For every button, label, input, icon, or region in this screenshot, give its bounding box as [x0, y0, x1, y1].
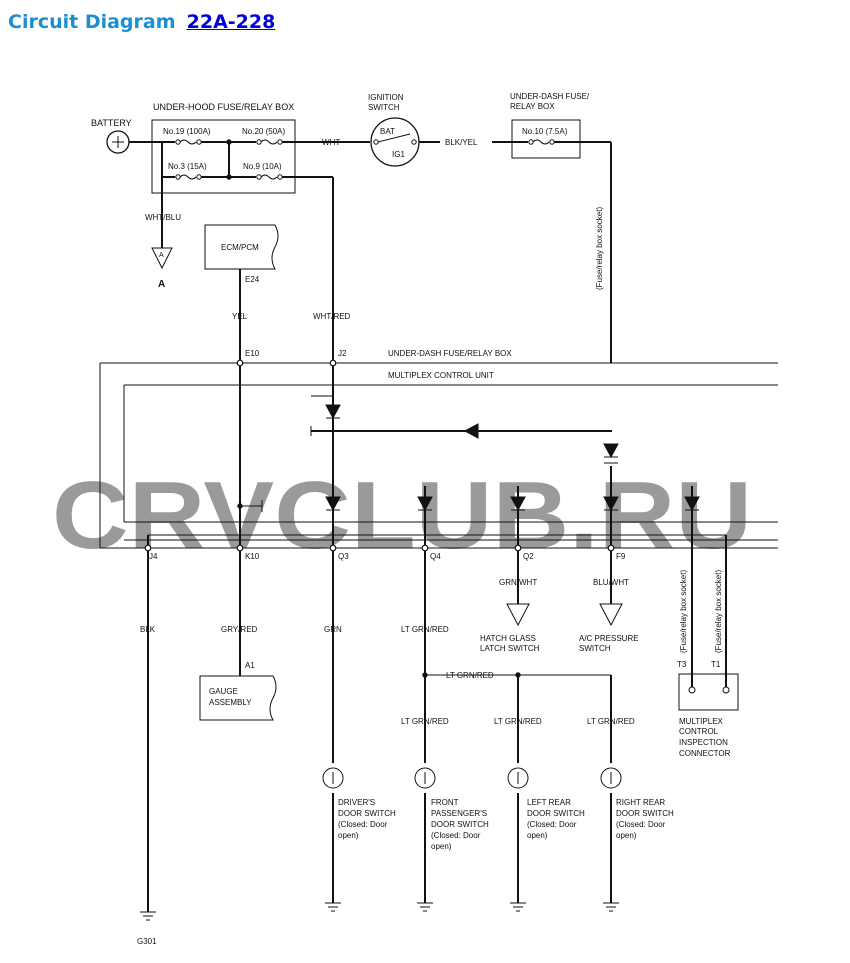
whtred-label: WHT/RED	[313, 312, 351, 321]
gauge-label-2: ASSEMBLY	[209, 698, 252, 707]
socket-t3-label: (Fuse/relay box socket)	[679, 570, 688, 653]
hatch-label-1: HATCH GLASS	[480, 634, 536, 643]
q2-label: Q2	[523, 552, 534, 561]
underdash-label-1: UNDER-DASH FUSE/	[510, 92, 590, 101]
mpx-label-4: CONNECTOR	[679, 749, 731, 758]
ecm-label: ECM/PCM	[221, 243, 259, 252]
socket-right-label: (Fuse/relay box socket)	[595, 207, 604, 290]
whtblu-label: WHT/BLU	[145, 213, 181, 222]
grnwht-label: GRN/WHT	[499, 578, 537, 587]
multiplex-inspection-connector-box	[678, 673, 739, 711]
gauge-assembly-box	[199, 675, 277, 721]
fuse10-label: No.10 (7.5A)	[522, 127, 568, 136]
bat-label: BAT	[380, 127, 395, 136]
underhood-fuse-box	[151, 119, 296, 194]
blk-label: BLK	[140, 625, 156, 634]
ltgrnred-q4-label: LT GRN/RED	[401, 625, 449, 634]
fp-label-2: PASSENGER'S	[431, 809, 487, 818]
lr-label-2: DOOR SWITCH	[527, 809, 585, 818]
ig1-label: IG1	[392, 150, 405, 159]
a1-label: A1	[245, 661, 255, 670]
fuse3-label: No.3 (15A)	[168, 162, 207, 171]
grn-label: GRN	[324, 625, 342, 634]
e24-label: E24	[245, 275, 260, 284]
lr-label-4: open)	[527, 831, 548, 840]
rr-label-2: DOOR SWITCH	[616, 809, 674, 818]
ignition-label-1: IGNITION	[368, 93, 404, 102]
g301-label: G301	[137, 937, 157, 946]
ltgrnred-2-label: LT GRN/RED	[401, 717, 449, 726]
diagram-code-link[interactable]: 22A-228	[186, 11, 276, 33]
wiring	[99, 117, 778, 921]
fuse9-label: No.9 (10A)	[243, 162, 282, 171]
lr-label-1: LEFT REAR	[527, 798, 571, 807]
drivers-door-switch-symbol	[322, 767, 344, 789]
t1-label: T1	[711, 660, 721, 669]
underdash-box-label: UNDER-DASH FUSE/RELAY BOX	[388, 349, 512, 358]
q4-label: Q4	[430, 552, 441, 561]
battery-label: BATTERY	[91, 118, 132, 128]
gauge-label-1: GAUGE	[209, 687, 238, 696]
right-rear-door-switch-symbol	[600, 767, 622, 789]
connector-a-triangle	[151, 247, 173, 270]
connector-a-label: A	[158, 279, 165, 290]
drv-label-1: DRIVER'S	[338, 798, 375, 807]
ecm-pcm-box	[204, 224, 279, 270]
fuse20-label: No.20 (50A)	[242, 127, 285, 136]
gryred-label: GRY/RED	[221, 625, 258, 634]
hatch-glass-triangle	[506, 603, 530, 627]
ac-pressure-triangle	[599, 603, 623, 627]
wht-label: WHT	[322, 138, 340, 147]
ignition-label-2: SWITCH	[368, 103, 400, 112]
fuse19-label: No.19 (100A)	[163, 127, 211, 136]
hatch-label-2: LATCH SWITCH	[480, 644, 540, 653]
socket-t1-label: (Fuse/relay box socket)	[714, 570, 723, 653]
page-header: Circuit Diagram 22A-228	[8, 8, 275, 36]
q3-label: Q3	[338, 552, 349, 561]
mpx-label-3: INSPECTION	[679, 738, 728, 747]
fp-label-3: DOOR SWITCH	[431, 820, 489, 829]
mcu-label: MULTIPLEX CONTROL UNIT	[388, 371, 494, 380]
rr-label-3: (Closed: Door	[616, 820, 666, 829]
drv-label-3: (Closed: Door	[338, 820, 388, 829]
ac-label-1: A/C PRESSURE	[579, 634, 639, 643]
lr-label-3: (Closed: Door	[527, 820, 577, 829]
rr-label-1: RIGHT REAR	[616, 798, 665, 807]
bluwht-label: BLU/WHT	[593, 578, 629, 587]
fp-label-1: FRONT	[431, 798, 459, 807]
underdash-fuse-box-top	[511, 119, 581, 159]
underdash-label-2: RELAY BOX	[510, 102, 555, 111]
k10-label: K10	[245, 552, 260, 561]
rr-label-4: open)	[616, 831, 637, 840]
underhood-box-label: UNDER-HOOD FUSE/RELAY BOX	[153, 102, 294, 112]
j4-label: J4	[149, 552, 158, 561]
mpx-label-2: CONTROL	[679, 727, 719, 736]
front-passenger-door-switch-symbol	[414, 767, 436, 789]
watermark: CRVCLUB.RU	[52, 462, 752, 569]
page-title: Circuit Diagram	[8, 11, 176, 33]
ltgrnred-bus-label: LT GRN/RED	[446, 671, 494, 680]
drv-label-2: DOOR SWITCH	[338, 809, 396, 818]
connector-a-inner: A	[159, 252, 164, 259]
left-rear-door-switch-symbol	[507, 767, 529, 789]
t3-label: T3	[677, 660, 687, 669]
fp-label-4: (Closed: Door	[431, 831, 481, 840]
ltgrnred-4-label: LT GRN/RED	[587, 717, 635, 726]
blkyel-label: BLK/YEL	[445, 138, 478, 147]
j2-label: J2	[338, 349, 347, 358]
yel-label: YEL	[232, 312, 248, 321]
e10-label: E10	[245, 349, 260, 358]
ltgrnred-3-label: LT GRN/RED	[494, 717, 542, 726]
f9-label: F9	[616, 552, 626, 561]
drv-label-4: open)	[338, 831, 359, 840]
ac-label-2: SWITCH	[579, 644, 611, 653]
fp-label-5: open)	[431, 842, 452, 851]
labels: UNDER-HOOD FUSE/RELAY BOX BATTERY No.19 …	[91, 92, 731, 946]
mpx-label-1: MULTIPLEX	[679, 717, 724, 726]
